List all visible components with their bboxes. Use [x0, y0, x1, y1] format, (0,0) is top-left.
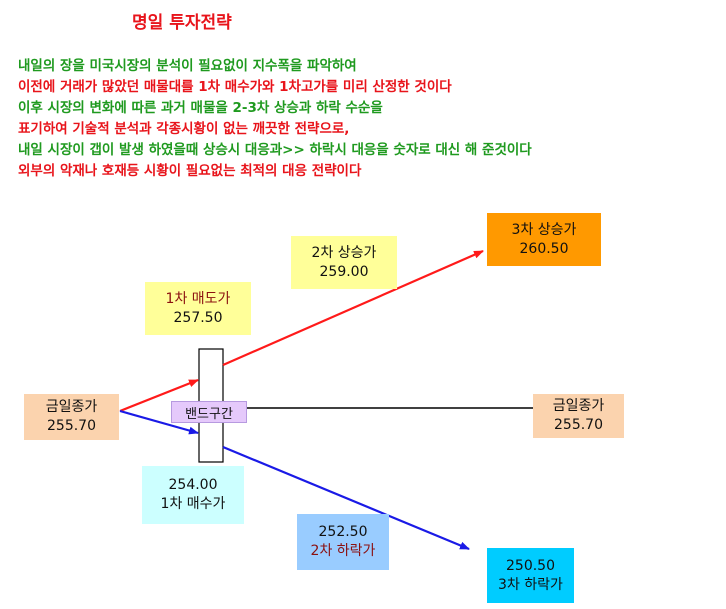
fall2-box: 252.50 2차 하락가	[297, 514, 389, 570]
strategy-line-3: 이후 시장의 변화에 따른 과거 매물을 2-3차 상승과 하락 수순을	[18, 100, 383, 116]
close-right-box: 금일종가 255.70	[533, 394, 624, 438]
buy1-label: 1차 매수가	[160, 496, 226, 512]
fall2-value: 252.50	[318, 524, 368, 540]
fall2-label: 2차 하락가	[310, 543, 376, 559]
arrow-band-to-rise3	[222, 249, 484, 367]
rise3-label: 3차 상승가	[511, 221, 577, 238]
buy1-value: 254.00	[168, 477, 218, 493]
close-left-value: 255.70	[47, 418, 96, 434]
arrow-close-to-band-up	[119, 378, 199, 413]
rise2-box: 2차 상승가 259.00	[291, 236, 397, 289]
strategy-line-6: 외부의 악재나 호재등 시황이 필요없는 최적의 대응 전략이다	[18, 163, 362, 179]
strategy-line-4: 표기하여 기술적 분석과 각종시황이 없는 깨끗한 전략으로,	[18, 121, 350, 137]
rise2-label: 2차 상승가	[311, 244, 377, 261]
sell1-label: 1차 매도가	[165, 290, 231, 307]
arrow-band-to-fall3	[222, 445, 470, 551]
fall3-value: 250.50	[506, 557, 555, 574]
sell1-value: 257.50	[173, 309, 223, 326]
strategy-line-5: 내일 시장이 갭이 발생 하였을때 상승시 대응과>> 하락시 대응을 숫자로 …	[18, 142, 532, 158]
rise3-box: 3차 상승가 260.50	[487, 213, 601, 266]
strategy-line-1: 내일의 장을 미국시장의 분석이 필요없이 지수폭을 파악하여	[18, 58, 357, 74]
page-title: 명일 투자전략	[132, 13, 232, 33]
band-zone-label: 밴드구간	[171, 401, 247, 423]
rise3-value: 260.50	[519, 240, 569, 257]
close-right-value: 255.70	[554, 417, 603, 433]
buy1-box: 254.00 1차 매수가	[142, 466, 244, 524]
fall3-label: 3차 하락가	[498, 576, 563, 593]
close-right-label: 금일종가	[552, 398, 605, 414]
sell1-box: 1차 매도가 257.50	[145, 282, 251, 335]
arrow-close-to-band-down	[119, 409, 199, 435]
close-left-box: 금일종가 255.70	[24, 394, 119, 440]
close-left-label: 금일종가	[45, 399, 98, 415]
rise2-value: 259.00	[319, 263, 369, 280]
strategy-line-2: 이전에 거래가 많았던 매물대를 1차 매수가와 1차고가를 미리 산정한 것이…	[18, 79, 452, 95]
fall3-box: 250.50 3차 하락가	[487, 548, 574, 603]
